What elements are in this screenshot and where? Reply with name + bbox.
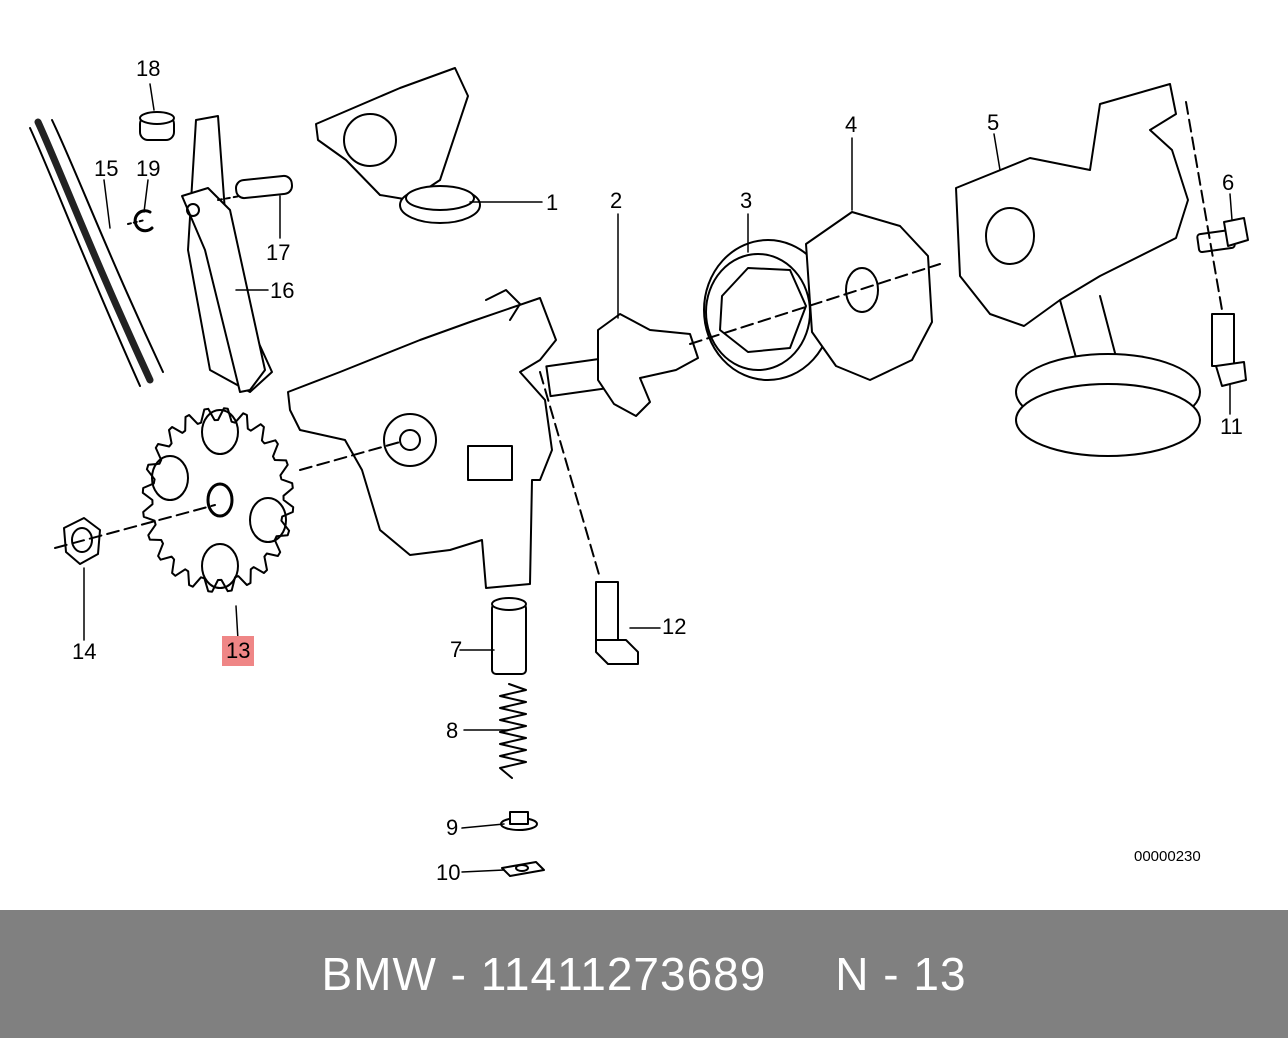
separator-1: - xyxy=(450,948,467,1000)
bolt-12-part xyxy=(539,371,639,665)
callout-18[interactable]: 18 xyxy=(136,56,161,81)
circlip-part xyxy=(127,209,154,233)
pump-housing-part xyxy=(287,289,557,589)
washer-part xyxy=(500,811,538,831)
brand-label: BMW xyxy=(321,948,437,1000)
sprocket-part xyxy=(141,407,295,593)
callout-13-highlighted[interactable]: 13 xyxy=(222,636,255,666)
tensioner-rail-part xyxy=(181,115,273,393)
callout-7[interactable]: 7 xyxy=(450,637,463,662)
part-info-banner: BMW - 11411273689 N - 13 xyxy=(0,910,1288,1038)
callout-6[interactable]: 6 xyxy=(1222,170,1235,195)
diagram-reference-number: 00000230 xyxy=(1134,848,1201,865)
pump-body-part xyxy=(955,83,1201,457)
bushing-part xyxy=(139,111,175,141)
callout-10[interactable]: 10 xyxy=(436,860,461,885)
callout-17[interactable]: 17 xyxy=(266,240,291,265)
parts-diagram: 1 2 3 4 5 6 7 8 9 10 11 12 13 14 15 16 1… xyxy=(29,56,1249,885)
spring-part xyxy=(499,683,527,779)
callout-1[interactable]: 1 xyxy=(546,190,559,215)
exploded-view-drawing xyxy=(29,67,1249,877)
position-prefix: N xyxy=(835,948,870,1000)
callout-2[interactable]: 2 xyxy=(610,188,623,213)
retaining-clip-part xyxy=(501,861,545,877)
callout-5[interactable]: 5 xyxy=(987,110,1000,135)
oil-pump-assembly-part xyxy=(315,67,481,224)
bolt-11-part xyxy=(1185,101,1247,387)
cover-plate-part xyxy=(689,211,941,381)
separator-2: - xyxy=(883,948,900,1000)
part-number: 11411273689 xyxy=(480,948,767,1000)
relief-piston-part xyxy=(491,597,527,675)
callout-3[interactable]: 3 xyxy=(740,188,753,213)
drive-shaft-part xyxy=(545,313,699,417)
callout-9[interactable]: 9 xyxy=(446,815,459,840)
callout-15[interactable]: 15 xyxy=(94,156,119,181)
callout-8[interactable]: 8 xyxy=(446,718,459,743)
bolt-6-part xyxy=(1196,217,1249,254)
pin-part xyxy=(217,174,293,201)
callout-4[interactable]: 4 xyxy=(845,112,858,137)
leader-lines xyxy=(83,83,1233,873)
callout-14[interactable]: 14 xyxy=(72,639,97,664)
callout-12[interactable]: 12 xyxy=(662,614,687,639)
callout-19[interactable]: 19 xyxy=(136,156,161,181)
position-number: 13 xyxy=(913,948,967,1000)
nut-part xyxy=(54,504,216,565)
callout-11[interactable]: 11 xyxy=(1220,414,1243,439)
timing-chain-part xyxy=(29,118,164,387)
callout-16[interactable]: 16 xyxy=(270,278,295,303)
